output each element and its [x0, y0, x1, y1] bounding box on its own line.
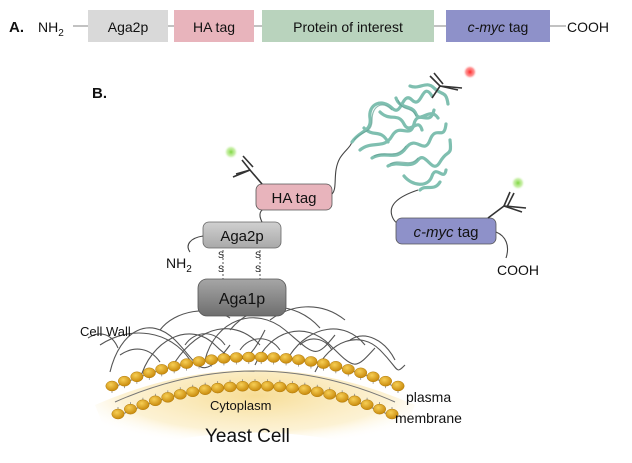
lipid-head: [385, 408, 399, 420]
lipid-head: [173, 389, 187, 400]
lipid-head: [304, 356, 318, 367]
lipid-head: [117, 375, 131, 387]
segment-aga2p-label: Aga2p: [108, 19, 149, 35]
membrane-label: membrane: [395, 410, 462, 426]
lipid-head: [142, 367, 156, 379]
lipid-head: [161, 392, 175, 403]
disulfide-s-3: S: [255, 250, 261, 260]
lipid-head: [279, 353, 293, 364]
panel-b-n-terminus: NH2: [166, 255, 192, 275]
lipid-head: [329, 361, 343, 372]
antibody-cmyc: [487, 191, 527, 219]
lipid-head: [155, 364, 169, 375]
lipid-head: [354, 367, 368, 379]
segment-ha-tag: [174, 10, 254, 42]
segment-protein-label: Protein of interest: [293, 19, 403, 35]
aga1p-label: Aga1p: [219, 291, 265, 308]
lipid-head: [285, 382, 299, 394]
lipid-head: [273, 381, 287, 393]
lipid-head: [242, 351, 256, 363]
ha-tag-block: HA tag: [255, 183, 333, 211]
yeast-cell-glow: [95, 370, 415, 455]
lipid-heads-outer: [105, 351, 405, 393]
segment-ha-tag-label: HA tag: [193, 19, 235, 35]
lipid-head: [236, 380, 249, 392]
lipid-head: [217, 353, 231, 364]
lipid-head: [223, 381, 237, 393]
segment-cmyc-label: c-myc tag: [468, 19, 529, 35]
lipid-head: [298, 384, 312, 395]
lipid-head: [211, 382, 225, 394]
cytoplasm-label: Cytoplasm: [210, 398, 271, 413]
cmyc-tag-label: c-myc tag: [413, 224, 478, 241]
lipid-head: [198, 384, 212, 395]
panel-a: A. NH2 Aga2p HA tag Protein of interest …: [9, 10, 609, 42]
panel-b-label: B.: [92, 85, 107, 102]
green-fluorophore-cmyc: [511, 176, 525, 190]
lipid-head: [130, 371, 144, 383]
segment-aga2p: [88, 10, 168, 42]
lipid-head: [180, 358, 194, 369]
lipid-head: [248, 380, 262, 392]
lipid-head: [136, 399, 150, 410]
disulfide-s-1: S: [218, 250, 224, 260]
lipid-head: [105, 380, 119, 392]
protein-ribbon-shading: [353, 99, 419, 165]
lipid-head: [310, 386, 324, 398]
lipid-head: [124, 403, 137, 415]
lipid-head: [205, 354, 218, 365]
segment-cmyc-tag: [446, 10, 550, 42]
green-fluorophore-ha: [224, 145, 238, 159]
panel-b-c-terminus: COOH: [497, 262, 539, 278]
lipid-head: [348, 395, 362, 407]
lipid-head: [360, 399, 374, 410]
lipid-heads-inner: [111, 379, 399, 420]
panel-a-c-terminus: COOH: [567, 19, 609, 35]
lipid-head: [254, 351, 268, 363]
antibody-protein: [429, 72, 463, 99]
lipid-head: [391, 380, 405, 392]
lipid-head: [261, 380, 274, 392]
lipid-head: [341, 364, 355, 375]
lipid-head: [186, 386, 200, 398]
lipid-head: [292, 354, 305, 365]
lipid-head: [192, 356, 206, 367]
protein-of-interest-ribbon: [350, 83, 453, 192]
aga2p-label: Aga2p: [220, 228, 263, 245]
disulfide-s-4: S: [255, 264, 261, 274]
yeast-cell-label: Yeast Cell: [205, 426, 290, 447]
lipid-head: [366, 371, 380, 383]
lipid-head: [111, 408, 125, 420]
lipid-head: [148, 395, 162, 407]
aga2p-block: Aga2p: [202, 221, 282, 249]
lipid-head: [373, 403, 386, 415]
lipid-head: [379, 375, 393, 387]
red-fluorophore: [463, 65, 477, 79]
plasma-membrane: [105, 351, 405, 420]
lipid-head: [335, 392, 349, 403]
lipid-head: [167, 361, 181, 372]
lipid-head: [316, 358, 330, 369]
aga1p-block: Aga1p: [197, 278, 287, 317]
panel-a-label: A.: [9, 19, 24, 36]
lipid-head: [323, 389, 337, 400]
segment-protein-of-interest: [262, 10, 434, 42]
lipid-head: [229, 352, 243, 363]
antibody-ha: [232, 155, 263, 185]
cell-wall-label: Cell Wall: [80, 324, 131, 339]
cmyc-tag-block: c-myc tag: [395, 217, 497, 245]
ha-tag-label: HA tag: [271, 190, 316, 207]
disulfide-s-2: S: [218, 264, 224, 274]
disulfide-bonds: S S S S: [218, 246, 261, 279]
plasma-label: plasma: [406, 389, 451, 405]
lipid-head: [267, 352, 281, 363]
panel-a-n-terminus: NH2: [38, 19, 64, 39]
